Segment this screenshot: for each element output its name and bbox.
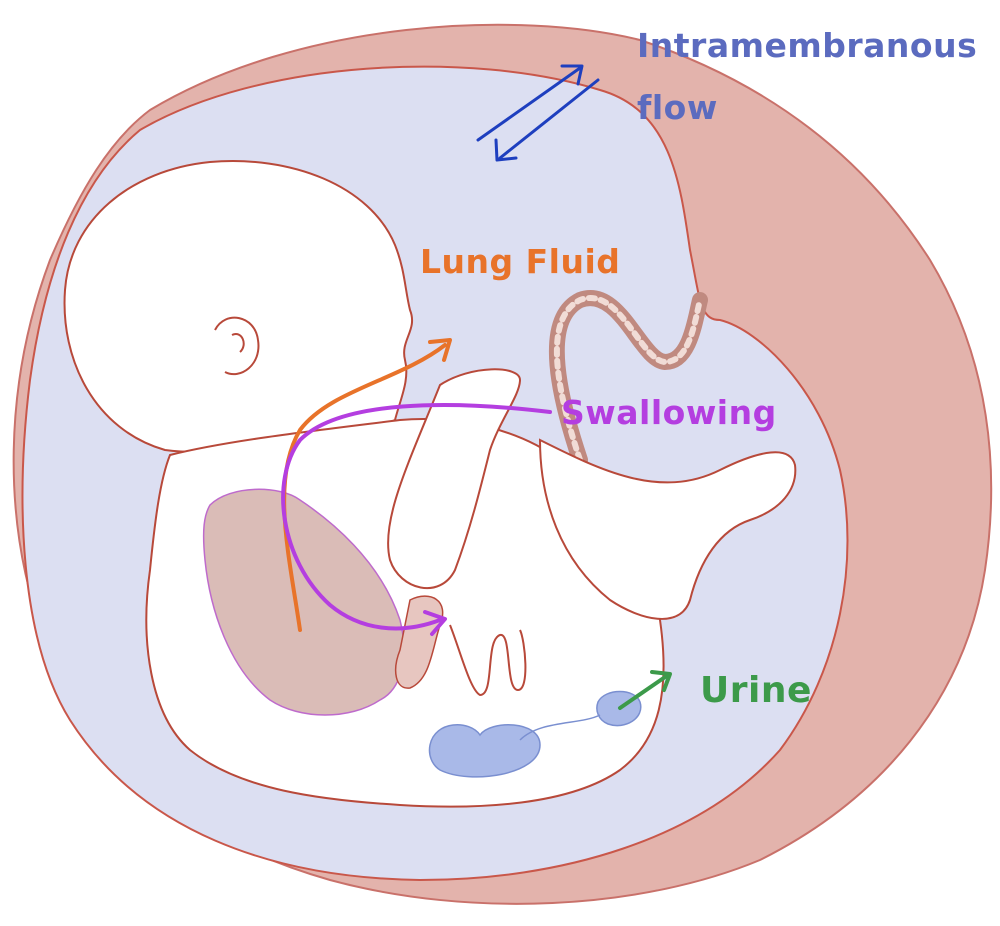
lung-fluid-label: Lung Fluid (420, 242, 620, 281)
fetus-head (65, 161, 413, 452)
intramembranous-label: Intramembranous (637, 26, 977, 65)
intramembranous-label-line2: flow (637, 88, 718, 127)
urine-label: Urine (700, 670, 812, 711)
swallowing-label: Swallowing (561, 393, 777, 432)
